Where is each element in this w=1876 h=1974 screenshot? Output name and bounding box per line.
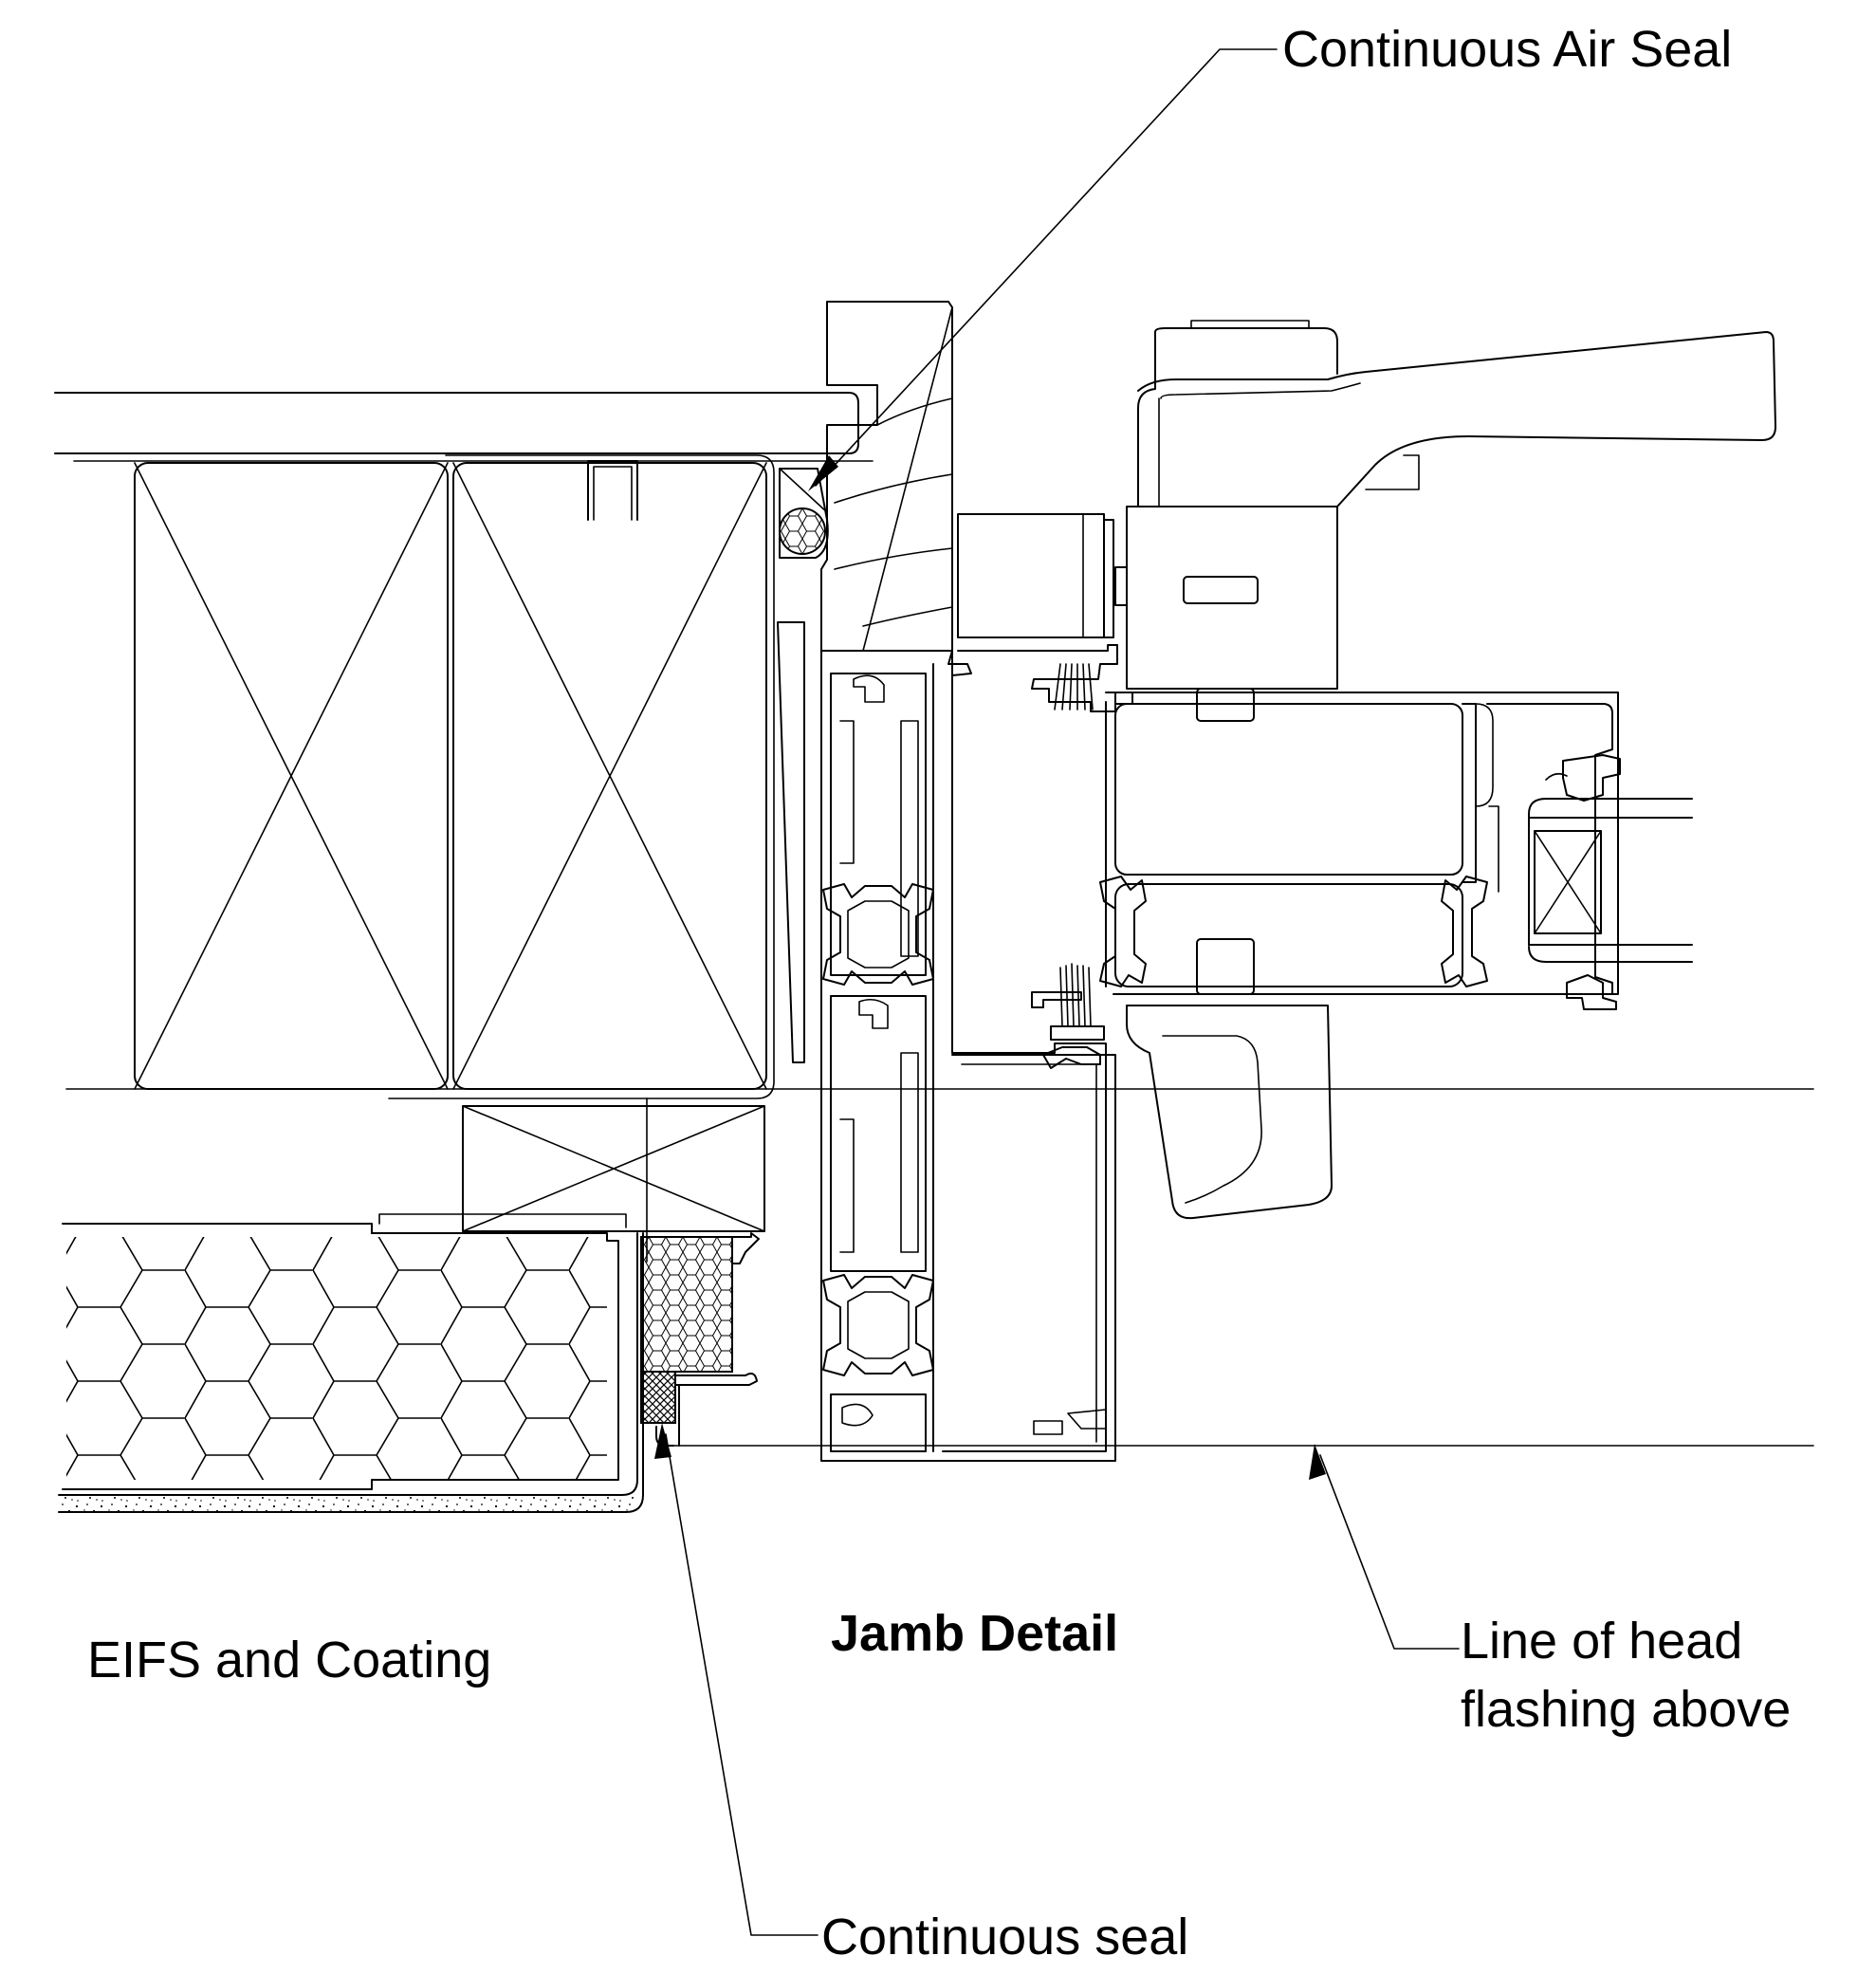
insulated-glass-unit [1528,798,1693,963]
shim [777,621,805,1063]
label-line-of-head: Line of head [1461,1613,1742,1670]
leader-air-seal [808,48,1278,491]
continuous-seal-joint [640,1232,760,1447]
weatherstrip-top [1054,663,1094,710]
sash-extrusion [957,644,1621,1069]
lock-handle [1126,938,1333,1220]
framing-blocking [134,454,775,1263]
reference-lines [65,1088,1814,1447]
diagram-title: Jamb Detail [831,1605,1118,1662]
label-continuous-air-seal: Continuous Air Seal [1282,21,1732,78]
eifs-board [58,1213,644,1513]
leader-head-flashing [1309,1444,1460,1650]
label-continuous-seal: Continuous seal [821,1909,1188,1965]
exterior-finish-band [54,392,874,462]
label-eifs-and-coating: EIFS and Coating [87,1632,491,1688]
air-seal-backer-rod [779,468,829,559]
label-flashing-above: flashing above [1461,1681,1791,1738]
window-frame-extrusion [820,650,1116,1462]
leader-continuous-seal [654,1423,818,1936]
weatherstrip-bottom [1031,963,1105,1041]
trim-closure [820,301,953,652]
window-handle [957,320,1776,722]
